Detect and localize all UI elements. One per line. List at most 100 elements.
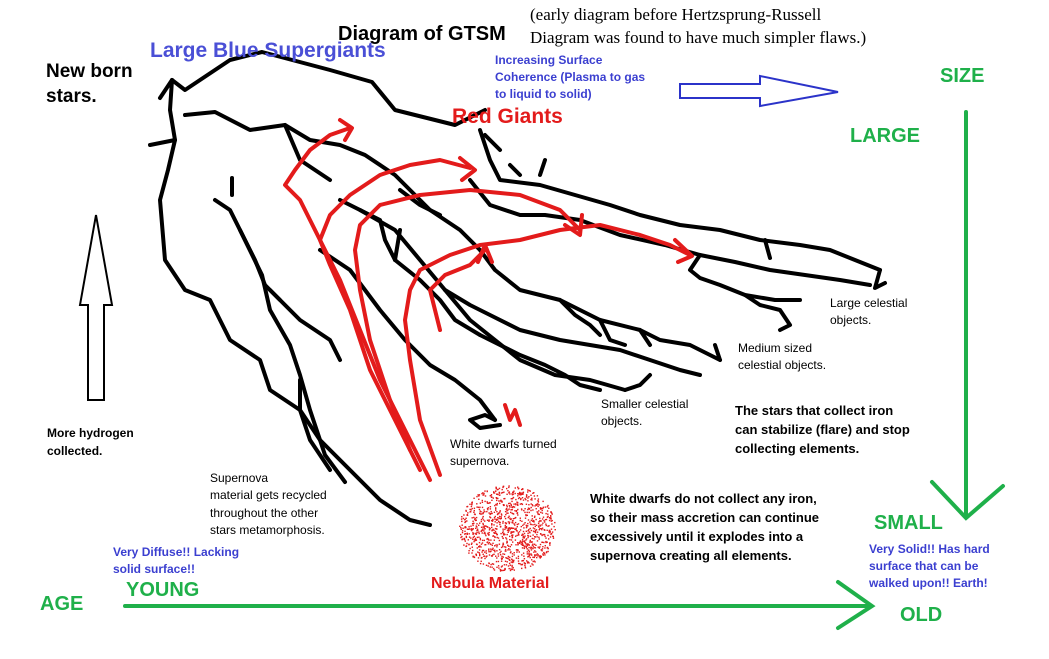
nebula-speck [504,497,506,500]
nebula-speck [495,519,498,521]
nebula-speck [514,510,516,512]
nebula-speck [519,491,521,494]
nebula-speck [477,557,480,559]
nebula-speck [536,495,539,497]
nebula-speck [485,534,487,537]
nebula-speck [512,493,515,495]
label-smaller-celestial: Smaller celestial objects. [601,397,689,429]
nebula-speck [546,541,548,543]
nebula-speck [466,533,468,535]
nebula-speck [509,545,511,548]
nebula-speck [482,515,484,518]
nebula-speck [511,559,514,561]
nebula-speck [519,503,522,505]
nebula-speck [509,556,511,559]
nebula-speck [501,488,503,491]
nebula-speck [469,508,471,511]
nebula-speck [506,506,508,508]
nebula-speck [542,500,544,503]
nebula-speck [476,526,478,528]
nebula-speck [473,555,475,558]
nebula-speck [514,517,516,519]
nebula-speck [473,516,475,519]
nebula-speck [470,528,473,530]
nebula-speck [523,540,526,542]
nebula-speck [505,508,507,510]
nebula-speck [520,503,523,505]
nebula-speck [527,500,529,502]
nebula-speck [475,539,477,541]
nebula-speck [532,509,534,511]
nebula-speck [525,496,528,498]
nebula-speck [545,540,547,543]
nebula-speck [498,549,501,551]
nebula-speck [506,504,508,506]
nebula-speck [491,544,493,546]
nebula-speck [518,531,521,533]
nebula-speck [521,547,524,549]
nebula-speck [519,517,521,519]
nebula-speck [539,525,542,527]
nebula-speck [529,541,531,544]
nebula-speck [473,540,475,543]
nebula-speck [497,560,500,563]
nebula-speck [462,517,465,520]
nebula-speck [522,530,525,533]
nebula-speck [504,546,506,548]
nebula-speck [507,556,510,558]
nebula-speck [545,551,548,553]
nebula-speck [497,488,499,491]
nebula-speck [480,546,482,548]
nebula-speck [493,532,496,534]
label-white-dwarfs-note: White dwarfs do not collect any iron, so… [590,491,820,563]
nebula-speck [499,518,502,520]
nebula-speck [481,517,484,519]
nebula-speck [533,528,536,530]
nebula-speck [459,525,461,527]
nebula-speck [494,515,496,518]
nebula-speck [526,514,528,516]
nebula-speck [472,528,474,530]
nebula-speck [489,516,491,518]
nebula-speck [476,495,478,498]
nebula-speck [544,535,546,538]
nebula-speck [503,498,505,500]
nebula-speck [500,557,503,559]
nebula-speck [491,548,493,551]
nebula-speck [534,531,537,533]
nebula-speck [542,507,544,510]
nebula-speck [518,492,521,494]
nebula-speck [541,528,543,531]
nebula-speck [480,518,483,521]
nebula-speck [505,537,507,539]
nebula-speck [525,503,528,505]
nebula-speck [529,556,531,559]
nebula-speck [502,546,504,548]
nebula-speck [498,491,500,494]
nebula-speck [478,524,480,526]
nebula-speck [541,524,543,526]
nebula-speck [528,528,530,531]
nebula-speck [486,502,489,504]
nebula-speck [532,492,534,494]
nebula-speck [460,536,462,539]
nebula-speck [480,560,482,562]
nebula-speck [530,509,532,512]
nebula-speck [493,549,495,551]
nebula-speck [537,554,539,556]
nebula-speck [507,527,509,530]
nebula-speck [519,540,522,542]
nebula-speck [486,519,489,521]
nebula-speck [508,485,510,487]
nebula-speck [518,487,520,490]
nebula-speck [482,563,485,565]
nebula-speck [460,518,463,520]
nebula-speck [468,552,470,554]
nebula-speck [463,514,465,516]
nebula-speck [502,537,504,539]
nebula-speck [488,534,490,536]
nebula-speck [482,553,484,555]
red-giant-paths [283,118,694,482]
nebula-speck [537,546,539,548]
nebula-speck [481,551,483,553]
